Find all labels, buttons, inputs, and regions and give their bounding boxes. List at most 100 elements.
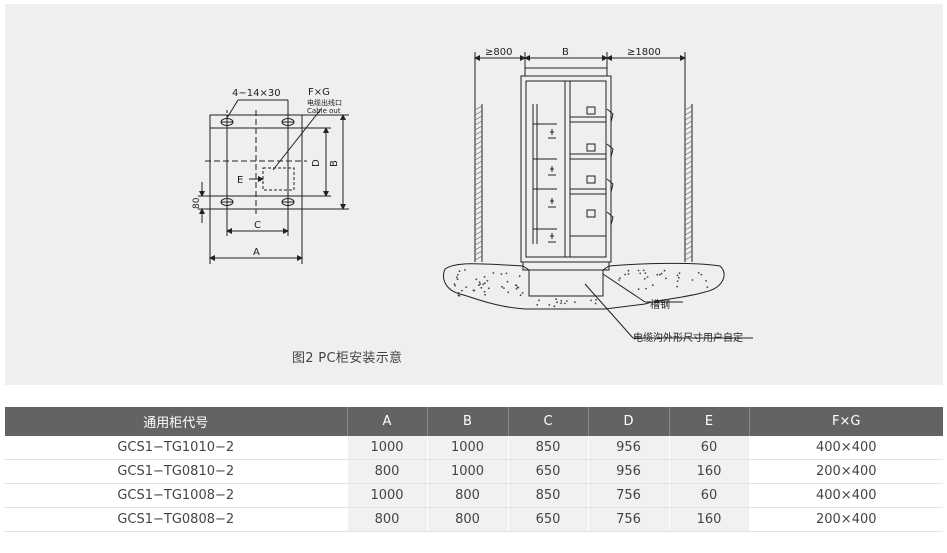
hatch-line — [474, 115, 483, 121]
hatch-line — [684, 230, 693, 236]
concrete-dot — [457, 292, 460, 294]
concrete-dot — [555, 298, 557, 301]
concrete-dot — [501, 285, 503, 288]
concrete-dot — [521, 292, 524, 294]
hatch-line — [474, 175, 483, 181]
hatch-line — [684, 160, 693, 166]
concrete-dot — [465, 286, 468, 288]
hatch-line — [474, 190, 483, 196]
holes-label: 4−14×30 — [232, 88, 281, 99]
dimension-cell: 1000 — [427, 459, 509, 484]
hatch-line — [474, 165, 483, 171]
hatch-line — [684, 155, 693, 161]
concrete-dot — [676, 280, 679, 282]
dimension-cell: 160 — [669, 459, 750, 484]
hatch-line — [474, 230, 483, 236]
dimension-cell: 956 — [588, 436, 670, 460]
dimension-cell: 800 — [427, 507, 509, 532]
hatch-line — [474, 185, 483, 191]
concrete-dot — [595, 298, 597, 301]
concrete-dot — [507, 291, 510, 294]
concrete-dot — [677, 276, 680, 279]
dimension-cell: 850 — [508, 436, 589, 460]
concrete-dot — [676, 285, 678, 288]
concrete-dot — [483, 290, 486, 293]
concrete-dot — [453, 283, 456, 285]
concrete-dot — [660, 272, 663, 275]
hatch-line — [684, 200, 693, 206]
concrete-dot — [553, 305, 556, 308]
concrete-dot — [503, 287, 505, 289]
hatch-line — [474, 240, 483, 246]
hatch-line — [684, 105, 693, 111]
hatch-line — [474, 155, 483, 161]
column-header: B — [427, 407, 509, 436]
concrete-dot — [506, 280, 509, 283]
concrete-dot — [517, 286, 520, 289]
concrete-dot — [574, 301, 576, 304]
hatch-line — [684, 110, 693, 116]
concrete-dot — [645, 287, 647, 290]
dimension-cell: 756 — [588, 483, 670, 508]
concrete-dot — [548, 304, 551, 306]
figure-panel: 4−14×30 F×G 电缆出线口 Cable out D B E C A 80 — [5, 4, 943, 385]
hatch-line — [474, 180, 483, 186]
concrete-dot — [518, 275, 521, 278]
concrete-dot — [566, 300, 568, 302]
concrete-dot — [505, 272, 508, 275]
concrete-dot — [627, 273, 630, 275]
concrete-dot — [478, 284, 480, 287]
concrete-dot — [564, 302, 566, 305]
hatch-line — [684, 220, 693, 226]
dim-80-label: 80 — [192, 197, 202, 209]
right-gap-label: ≥1800 — [627, 47, 661, 58]
concrete-dot — [478, 281, 481, 283]
hatch-line — [474, 235, 483, 241]
hatch-line — [474, 130, 483, 136]
hatch-line — [684, 180, 693, 186]
concrete-dot — [700, 273, 703, 276]
cabinet-code-cell: GCS1−TG0808−2 — [5, 507, 348, 532]
concrete-dot — [676, 274, 679, 277]
concrete-dot — [457, 273, 459, 276]
dimension-cell: 200×400 — [749, 507, 943, 532]
cabinet-code-cell: GCS1−TG1010−2 — [5, 436, 348, 460]
hatch-line — [684, 215, 693, 221]
hatch-line — [474, 120, 483, 126]
concrete-dot — [480, 286, 483, 289]
column-header: E — [669, 407, 750, 436]
hatch-line — [684, 115, 693, 121]
concrete-texture — [453, 269, 709, 308]
dimension-cell: 160 — [669, 507, 750, 532]
cabinet-elevation-drawing — [443, 52, 753, 339]
fxg-label: F×G — [308, 87, 330, 98]
hatch-line — [684, 205, 693, 211]
cabinet-code-cell: GCS1−TG1008−2 — [5, 483, 348, 508]
concrete-dot — [500, 273, 503, 275]
concrete-dot — [492, 272, 495, 274]
hatch-line — [474, 245, 483, 251]
concrete-dot — [656, 273, 659, 276]
hatch-line — [684, 170, 693, 176]
concrete-dot — [639, 272, 642, 275]
hatch-line — [684, 125, 693, 131]
hatch-line — [474, 255, 483, 261]
hatch-line — [684, 130, 693, 136]
dimension-cell: 1000 — [427, 436, 509, 460]
dimension-cell: 650 — [508, 507, 589, 532]
hatch-line — [474, 220, 483, 226]
concrete-dot — [646, 276, 649, 278]
hatch-line — [684, 245, 693, 251]
dimension-cell: 800 — [347, 507, 428, 532]
concrete-dot — [678, 272, 681, 274]
concrete-dot — [475, 278, 478, 281]
concrete-dot — [643, 277, 646, 280]
hatch-line — [684, 150, 693, 156]
concrete-dot — [556, 301, 558, 304]
dimension-cell: 800 — [427, 483, 509, 508]
hatch-line — [684, 235, 693, 241]
dim-d-label: D — [311, 159, 322, 167]
concrete-dot — [624, 273, 626, 276]
concrete-dot — [706, 286, 709, 289]
